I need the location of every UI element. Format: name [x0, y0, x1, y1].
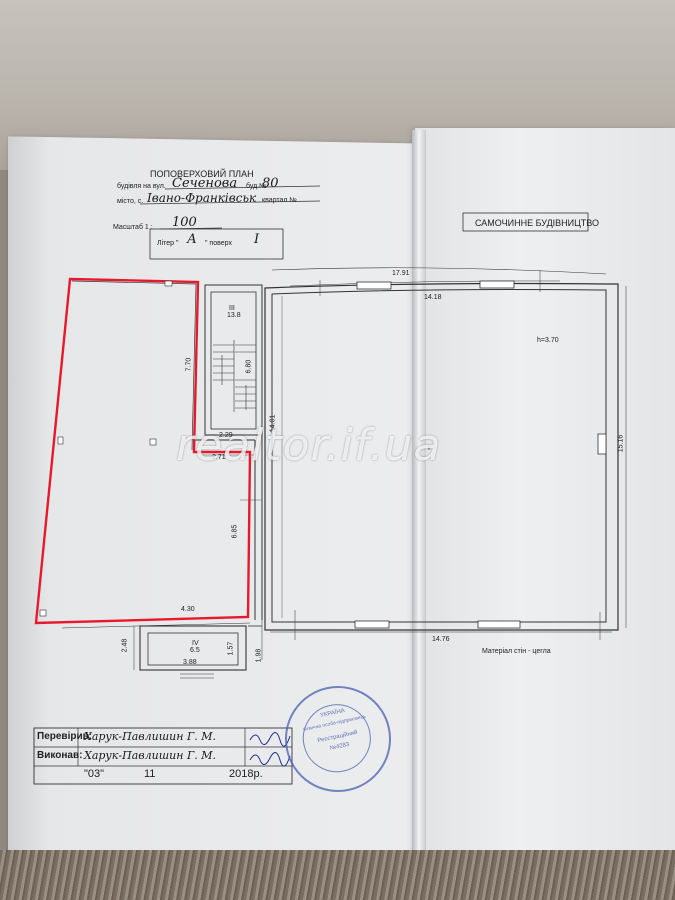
date-month: 11: [144, 768, 156, 780]
dimension-bottom: 14.76: [432, 636, 450, 643]
plan-title: ПОПОВЕРХОВИЙ ПЛАН: [150, 169, 254, 179]
watermark: realtor.if.ua: [176, 420, 442, 471]
carpet: [0, 850, 675, 900]
street-label: будівля на вул.: [117, 183, 166, 190]
floor-label: " поверх: [205, 240, 232, 247]
room-3-number: III: [229, 305, 235, 312]
building-label: буд.№: [246, 183, 267, 190]
dimension-2-29: 2.29: [219, 432, 233, 439]
quarter-label: квартал №: [262, 197, 297, 204]
date-year: 2018р.: [229, 768, 263, 780]
dimension-top-inner: 14.18: [424, 294, 442, 301]
binder-spine: [412, 130, 426, 860]
dimension-1-98: 1.98: [255, 648, 263, 663]
room-4-area: 6.5: [190, 647, 200, 654]
dimension-1-57: 1.57: [227, 641, 235, 656]
made-by-label: Виконав:: [37, 750, 83, 761]
dimension-2-48: 2.48: [121, 638, 129, 653]
room-1-number: I: [428, 445, 430, 452]
floor-value: I: [254, 232, 260, 247]
street-value: Сеченова: [172, 176, 238, 191]
checked-by-name: Харук-Павлишин Г. М.: [84, 730, 217, 743]
made-by-name: Харук-Павлишин Г. М.: [84, 749, 217, 762]
dimension-2-71: 2.71: [212, 454, 226, 461]
dimension-6-85: 6.85: [231, 524, 239, 539]
liter-value: А: [187, 232, 197, 247]
date-day: "03": [84, 768, 105, 780]
dimension-4-30: 4.30: [181, 606, 195, 613]
city-value: Івано-Франківськ: [147, 191, 257, 205]
dimension-3-88: 3.88: [183, 659, 197, 666]
dimension-6-80: 6.80: [245, 359, 253, 374]
unauthorized-construction-note: САМОЧИННЕ БУДІВНИЦТВО: [475, 218, 600, 228]
checked-by-label: Перевірив:: [37, 731, 93, 742]
liter-label: Літер ": [157, 240, 179, 247]
scale-value: 100: [172, 215, 197, 230]
scale-label: Масштаб 1 :: [113, 224, 153, 231]
right-page: [415, 128, 675, 860]
room-3-area: 13.8: [227, 312, 241, 319]
wall-material-note: Матеріал стін - цегла: [482, 648, 551, 655]
dimension-7-70: 7.70: [185, 357, 193, 372]
ceiling-height: h=3.70: [537, 337, 559, 344]
dimension-right-vertical: 15.16: [617, 434, 625, 453]
city-label: місто, с.: [117, 198, 144, 205]
room-4-number: IV: [192, 640, 199, 647]
dimension-top-outer: 17.91: [392, 270, 410, 277]
